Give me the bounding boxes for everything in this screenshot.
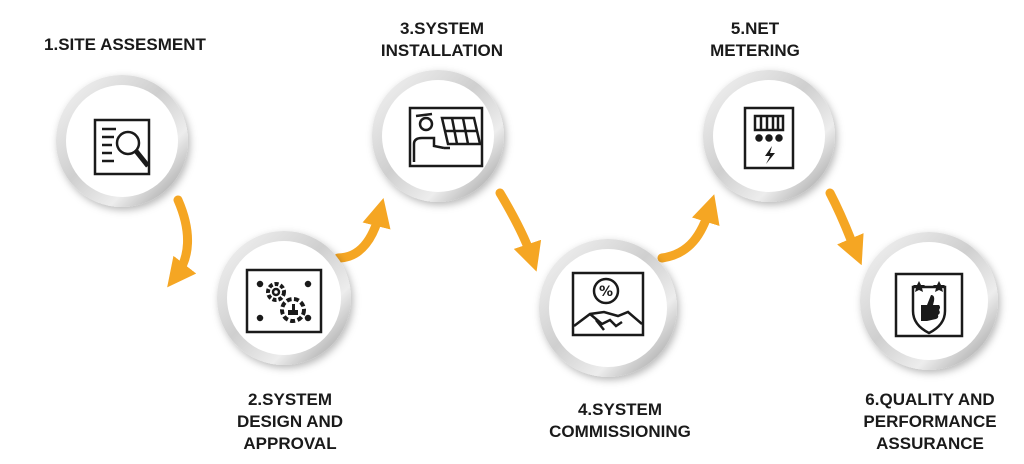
step-1-circle <box>56 75 188 207</box>
step-6-label: 6.QUALITY AND PERFORMANCE ASSURANCE <box>863 390 997 453</box>
step-3-label: 3.SYSTEM INSTALLATION <box>380 19 504 60</box>
arrow-4-to-5 <box>657 194 720 263</box>
step-2-label: 2.SYSTEM DESIGN AND APPROVAL <box>236 390 344 453</box>
handshake-percent-icon: % <box>571 271 645 337</box>
step-4-circle: % <box>539 239 677 377</box>
step-4-label: 4.SYSTEM COMMISSIONING <box>549 400 691 441</box>
thumbs-up-shield-icon <box>894 272 964 338</box>
arrow-1-to-2 <box>167 195 197 288</box>
electric-meter-icon <box>743 106 795 170</box>
arrow-5-to-6 <box>825 188 864 266</box>
document-search-icon <box>93 118 151 176</box>
arrow-2-to-3 <box>333 198 391 263</box>
arrows <box>167 188 864 288</box>
step-2-circle <box>217 231 351 365</box>
arrow-3-to-4 <box>495 188 542 272</box>
step-5-circle <box>703 70 835 202</box>
step-3-circle <box>372 70 504 202</box>
step-5-label: 5.NET METERING <box>710 19 800 60</box>
step-6-circle <box>860 232 998 370</box>
step-1-label: 1.SITE ASSESMENT <box>44 35 206 54</box>
svg-text:%: % <box>599 284 613 300</box>
solar-panel-installer-icon <box>408 106 484 168</box>
gears-design-icon <box>245 268 323 334</box>
